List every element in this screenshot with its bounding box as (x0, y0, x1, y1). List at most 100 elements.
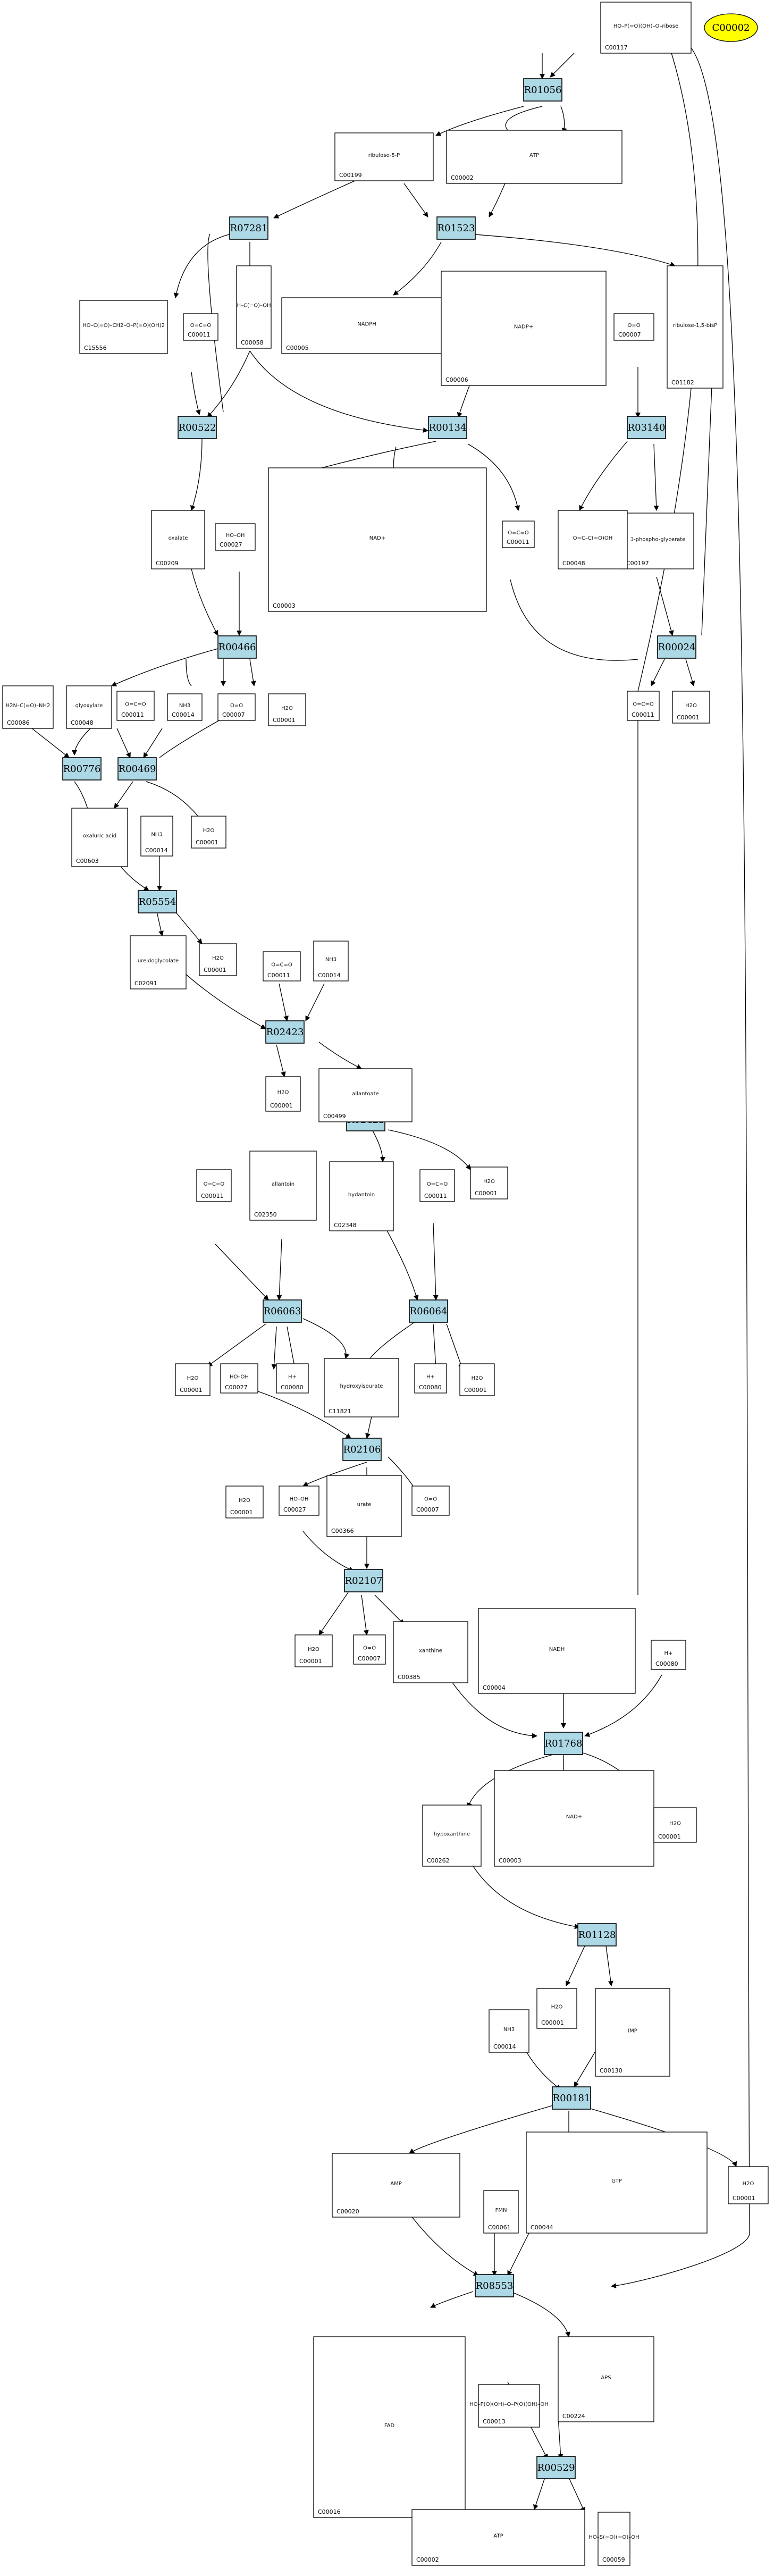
compound-node-c00080c[interactable]: H+C00080 (651, 1640, 686, 1670)
target-compound-node[interactable]: C00002 (704, 13, 758, 42)
compound-node-c00003[interactable]: NAD+C00003 (268, 467, 487, 612)
compound-node-c00003b[interactable]: NAD+C00003 (494, 1770, 654, 1867)
reaction-r00776[interactable]: R00776 (62, 757, 102, 781)
compound-id: C00044 (531, 2224, 553, 2231)
reaction-r00466[interactable]: R00466 (217, 635, 257, 659)
reaction-r00469[interactable]: R00469 (117, 757, 157, 781)
reaction-r01056[interactable]: R01056 (523, 78, 562, 102)
reaction-r03140[interactable]: R03140 (627, 416, 666, 439)
reaction-r05554[interactable]: R05554 (138, 890, 177, 913)
reaction-r00529[interactable]: R00529 (536, 2456, 576, 2479)
reaction-r00024[interactable]: R00024 (657, 635, 696, 659)
compound-box (422, 1805, 482, 1867)
compound-box (393, 1621, 468, 1683)
compound-node-c00080b[interactable]: H+C00080 (414, 1363, 447, 1394)
compound-structure: ATP (529, 153, 539, 158)
compound-structure: NH3 (179, 703, 190, 709)
compound-id: C00001 (180, 1387, 203, 1394)
reaction-r00134[interactable]: R00134 (428, 416, 467, 439)
compound-node-c00006[interactable]: NADP+C00006 (441, 271, 607, 386)
reaction-r02106[interactable]: R02106 (342, 1438, 382, 1461)
reaction-r01768[interactable]: R01768 (544, 1732, 583, 1755)
reaction-r00522[interactable]: R00522 (178, 416, 217, 439)
compound-box (667, 265, 723, 389)
reaction-r07281[interactable]: R07281 (229, 216, 268, 240)
reaction-r01523[interactable]: R01523 (436, 216, 476, 240)
reaction-r00181[interactable]: R00181 (552, 2086, 591, 2110)
compound-box (151, 510, 205, 569)
reaction-r02107[interactable]: R02107 (344, 1569, 383, 1592)
reaction-r02423[interactable]: R02423 (265, 1020, 305, 1044)
reaction-r08553[interactable]: R08553 (475, 2274, 514, 2297)
compound-id: C00001 (270, 1102, 293, 1109)
reaction-r06063[interactable]: R06063 (263, 1299, 302, 1323)
compound-node-c00080a[interactable]: H+C00080 (276, 1363, 309, 1394)
reaction-r06064[interactable]: R06064 (409, 1299, 448, 1323)
compound-box (613, 313, 654, 341)
reaction-r01128[interactable]: R01128 (577, 1923, 617, 1946)
